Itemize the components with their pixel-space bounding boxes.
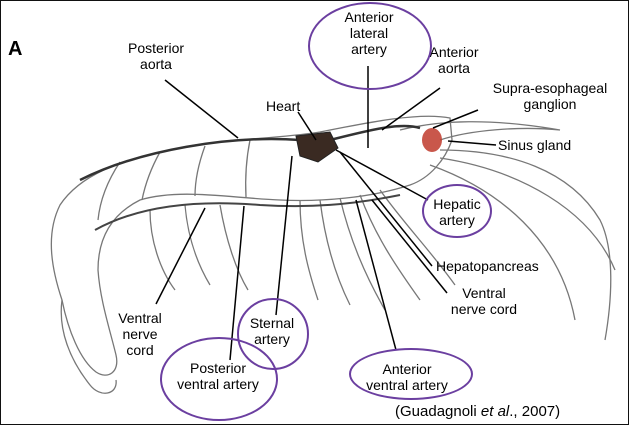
supra-esophageal-ganglion-organ [422,128,442,152]
citation-after: ., 2007) [509,403,560,420]
label-sinus-gland: Sinus gland [498,137,571,153]
citation: (Guadagnoli et al., 2007) [395,403,560,420]
leader-sternal-artery [276,156,292,315]
leader-supra-esophageal [433,110,478,128]
label-heart: Heart [266,98,300,114]
citation-italic: et al [481,403,509,420]
highlight-anterior-ventral-artery [349,348,473,400]
highlight-anterior-lateral-artery [308,2,432,90]
label-posterior-aorta: Posterior aorta [128,40,184,72]
label-ventral-nerve-cord-right: Ventral nerve cord [442,285,526,317]
leader-posterior-aorta [165,80,238,138]
label-ventral-nerve-cord-left: Ventral nerve cord [110,310,170,358]
leader-ventral-nerve-cord-left [156,208,205,304]
citation-before: (Guadagnoli [395,403,481,420]
highlight-hepatic-artery [422,184,492,238]
panel-label: A [8,38,22,61]
leader-sinus-gland [448,141,496,145]
label-hepatopancreas: Hepatopancreas [436,258,539,274]
shrimp-tail [61,300,116,393]
highlight-posterior-ventral-artery [160,337,278,421]
label-supra-esophageal-ganglion: Supra-esophageal ganglion [478,80,622,112]
heart-organ [296,132,338,162]
